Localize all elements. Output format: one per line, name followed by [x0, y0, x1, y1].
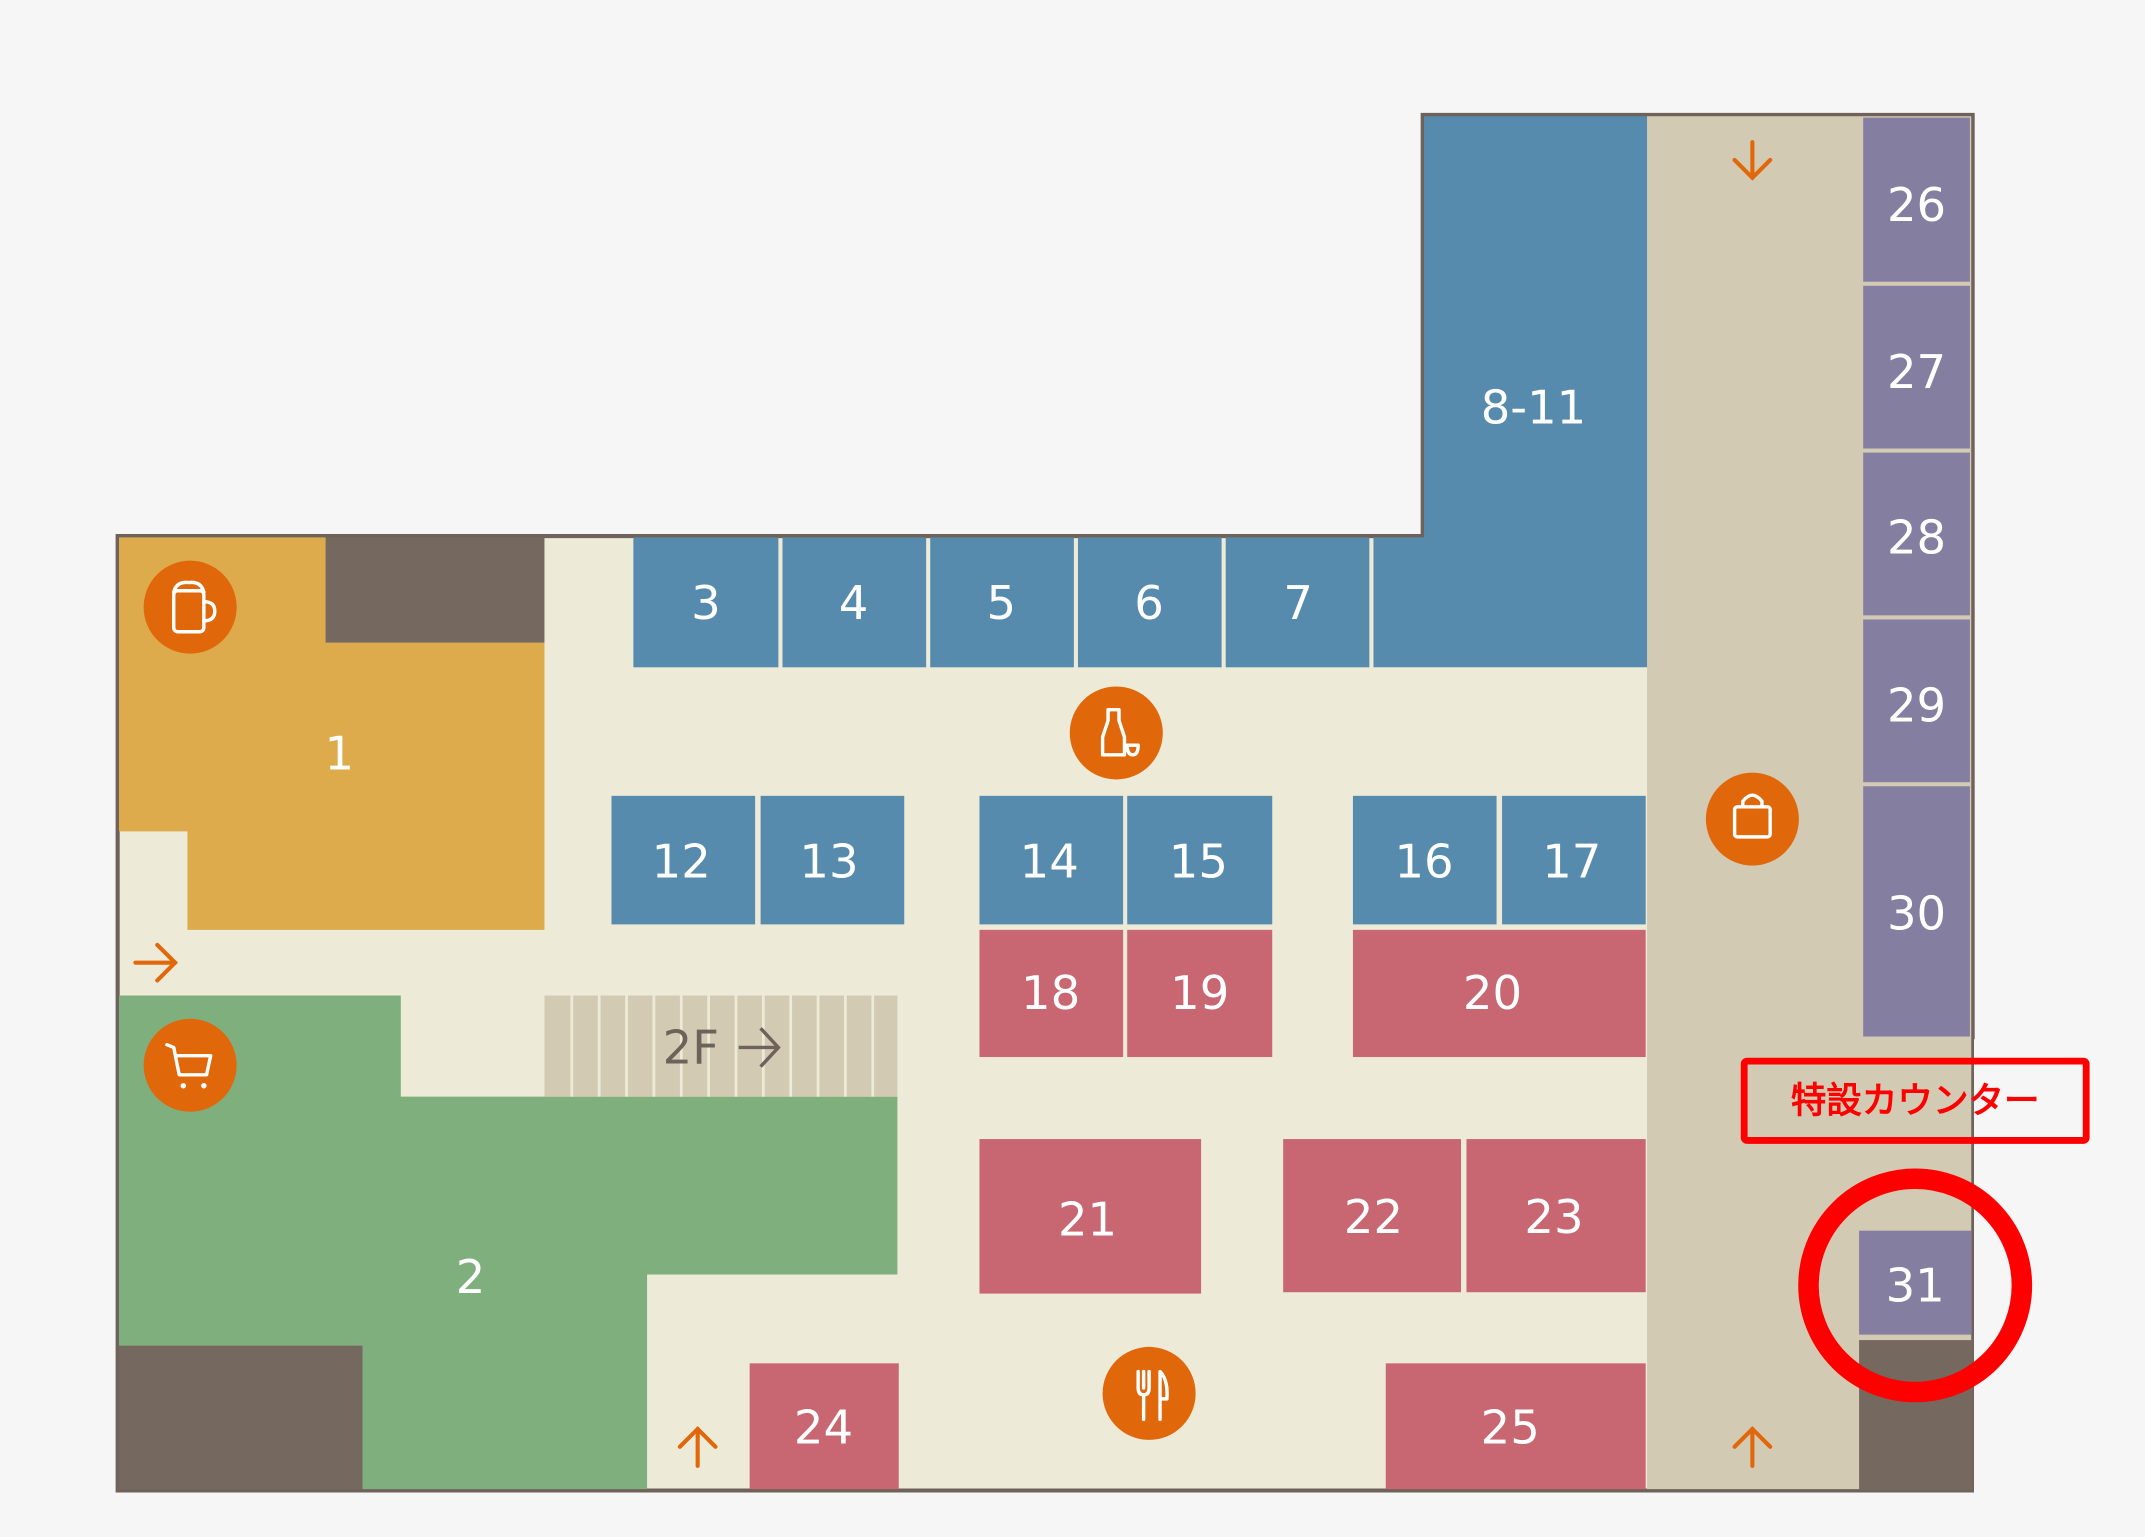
booth-label: 16	[1394, 834, 1453, 888]
booth-4[interactable]: 4	[782, 537, 927, 668]
arrow-up-icon	[677, 1426, 718, 1468]
booth-label: 20	[1463, 966, 1522, 1020]
booth-label: 30	[1887, 886, 1946, 940]
booth-label: 29	[1887, 679, 1946, 733]
booth-27[interactable]: 27	[1863, 285, 1970, 449]
booth-12[interactable]: 12	[611, 795, 756, 925]
booth-label: 18	[1021, 966, 1080, 1020]
booth-label: 23	[1524, 1190, 1583, 1244]
booth-label: 3	[691, 576, 721, 630]
booth-15[interactable]: 15	[1127, 795, 1273, 925]
outside-area	[1974, 1039, 2145, 1505]
highlight-circle	[1798, 1168, 2033, 1403]
booth-label: 7	[1283, 576, 1313, 630]
booth-label: 12	[652, 834, 711, 888]
booth-label: 25	[1481, 1401, 1540, 1455]
booth-5[interactable]: 5	[930, 537, 1074, 668]
booth-label: 22	[1344, 1190, 1403, 1244]
booth-label: 14	[1020, 834, 1079, 888]
shopping-cart-icon[interactable]	[143, 1018, 237, 1112]
blocked-area	[325, 537, 545, 643]
annotation-box	[1740, 1057, 2090, 1144]
booth-8-11[interactable]: 8-11	[1373, 116, 1648, 668]
booth-3[interactable]: 3	[633, 537, 779, 668]
sake-bottle-icon[interactable]	[1069, 686, 1163, 780]
blocked-area	[119, 1345, 363, 1490]
booth-label: 26	[1887, 178, 1946, 232]
booth-16[interactable]: 16	[1352, 795, 1497, 925]
booth-28[interactable]: 28	[1863, 452, 1970, 616]
beer-mug-icon[interactable]	[143, 560, 237, 654]
booth-17[interactable]: 17	[1502, 795, 1646, 925]
special-counter-annotation: 特設カウンター	[1740, 1057, 2090, 1403]
blocked-area	[1859, 1340, 1973, 1491]
booth-label: 27	[1887, 345, 1946, 399]
booth-31[interactable]: 31	[1859, 1230, 1972, 1335]
booth-label: 6	[1134, 576, 1164, 630]
booth-label: 8-11	[1481, 381, 1587, 435]
booth-label: 31	[1886, 1258, 1945, 1312]
booth-20[interactable]: 20	[1352, 929, 1646, 1058]
booth-6[interactable]: 6	[1077, 537, 1222, 668]
arrow-right-icon	[738, 1027, 781, 1068]
booth-2[interactable]: 2	[119, 995, 898, 1490]
booth-label: 4	[839, 576, 869, 630]
booth-label: 28	[1887, 510, 1946, 564]
arrow-down-icon	[1732, 140, 1773, 181]
annotation-label: 特設カウンター	[1791, 1080, 2040, 1121]
booth-19[interactable]: 19	[1127, 929, 1273, 1058]
booth-30[interactable]: 30	[1863, 786, 1970, 1037]
booth-label: 13	[799, 834, 858, 888]
booth-label: 19	[1170, 966, 1229, 1020]
shopping-bag-icon[interactable]	[1705, 772, 1799, 866]
booth-label: 21	[1058, 1193, 1117, 1247]
booth-26[interactable]: 26	[1863, 117, 1970, 282]
booth-13[interactable]: 13	[760, 795, 905, 925]
booth-label: 17	[1542, 834, 1601, 888]
booth-14[interactable]: 14	[979, 795, 1124, 925]
booth-21[interactable]: 21	[979, 1139, 1202, 1294]
stairs-label: 2F	[663, 1020, 719, 1074]
fork-knife-icon[interactable]	[1102, 1346, 1196, 1440]
booth-label: 15	[1169, 834, 1228, 888]
arrow-right-icon	[133, 942, 179, 983]
booth-label: 1	[324, 726, 354, 780]
booth-29[interactable]: 29	[1863, 619, 1970, 783]
booth-24[interactable]: 24	[749, 1363, 899, 1490]
booth-23[interactable]: 23	[1466, 1139, 1646, 1293]
stairs-to-2f[interactable]: 2F	[544, 995, 898, 1097]
booth-7[interactable]: 7	[1225, 537, 1370, 668]
booth-label: 5	[987, 576, 1017, 630]
booth-label: 24	[794, 1401, 853, 1455]
booth-22[interactable]: 22	[1283, 1139, 1462, 1293]
booth-18[interactable]: 18	[979, 929, 1124, 1058]
booth-25[interactable]: 25	[1385, 1363, 1646, 1490]
booth-label: 2	[456, 1250, 486, 1304]
arrow-up-icon	[1732, 1426, 1773, 1468]
